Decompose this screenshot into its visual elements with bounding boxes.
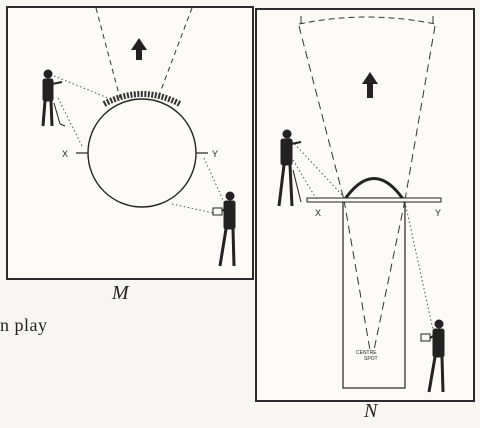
centre-spot-label-line2: SPOT (364, 356, 378, 362)
figure-m-drawing: X Y (41, 8, 236, 267)
hatched-arc (102, 91, 182, 107)
centre-circle (87, 98, 197, 208)
centre-spot-label-line1: CENTRE (356, 350, 377, 356)
point-x-label: X (62, 149, 68, 159)
sight-line-bottom (171, 203, 219, 215)
sight-line-y (404, 201, 434, 331)
person-holding-clipboard-icon (212, 191, 236, 267)
sight-line-top (53, 75, 109, 99)
body-text-fragment: n play (0, 315, 48, 335)
point-y-label: Y (435, 208, 441, 218)
person-pointing-icon (277, 129, 302, 207)
horizontal-bar (306, 197, 442, 203)
up-arrow-icon (131, 38, 147, 60)
figure-n-drawing: X Y CENTRE SPOT (277, 16, 445, 393)
view-cone-left-line (95, 8, 121, 99)
view-cone-left-line (298, 25, 345, 201)
figure-m-caption: M (112, 282, 129, 304)
sight-line-y (203, 157, 225, 203)
point-x-label: X (315, 208, 321, 218)
figure-n-caption: N (364, 400, 378, 422)
person-pointing-icon (41, 69, 66, 127)
figure-n-panel: X Y CENTRE SPOT (255, 8, 475, 402)
inner-cone-left-line (343, 199, 371, 351)
arch-inner (346, 182, 402, 203)
point-y-label: Y (212, 149, 218, 159)
inner-cone-right-line (373, 199, 406, 351)
person-holding-clipboard-icon (420, 319, 445, 393)
sight-line-top (288, 137, 344, 197)
view-cone-right-line (157, 8, 193, 99)
up-arrow-icon (362, 72, 378, 98)
sight-line-x (57, 97, 83, 147)
view-cone-right-line (404, 25, 436, 201)
view-cone-arc (298, 16, 436, 25)
sight-line-x (292, 159, 318, 201)
figure-m-panel: X Y (6, 6, 254, 280)
arch (341, 177, 407, 203)
